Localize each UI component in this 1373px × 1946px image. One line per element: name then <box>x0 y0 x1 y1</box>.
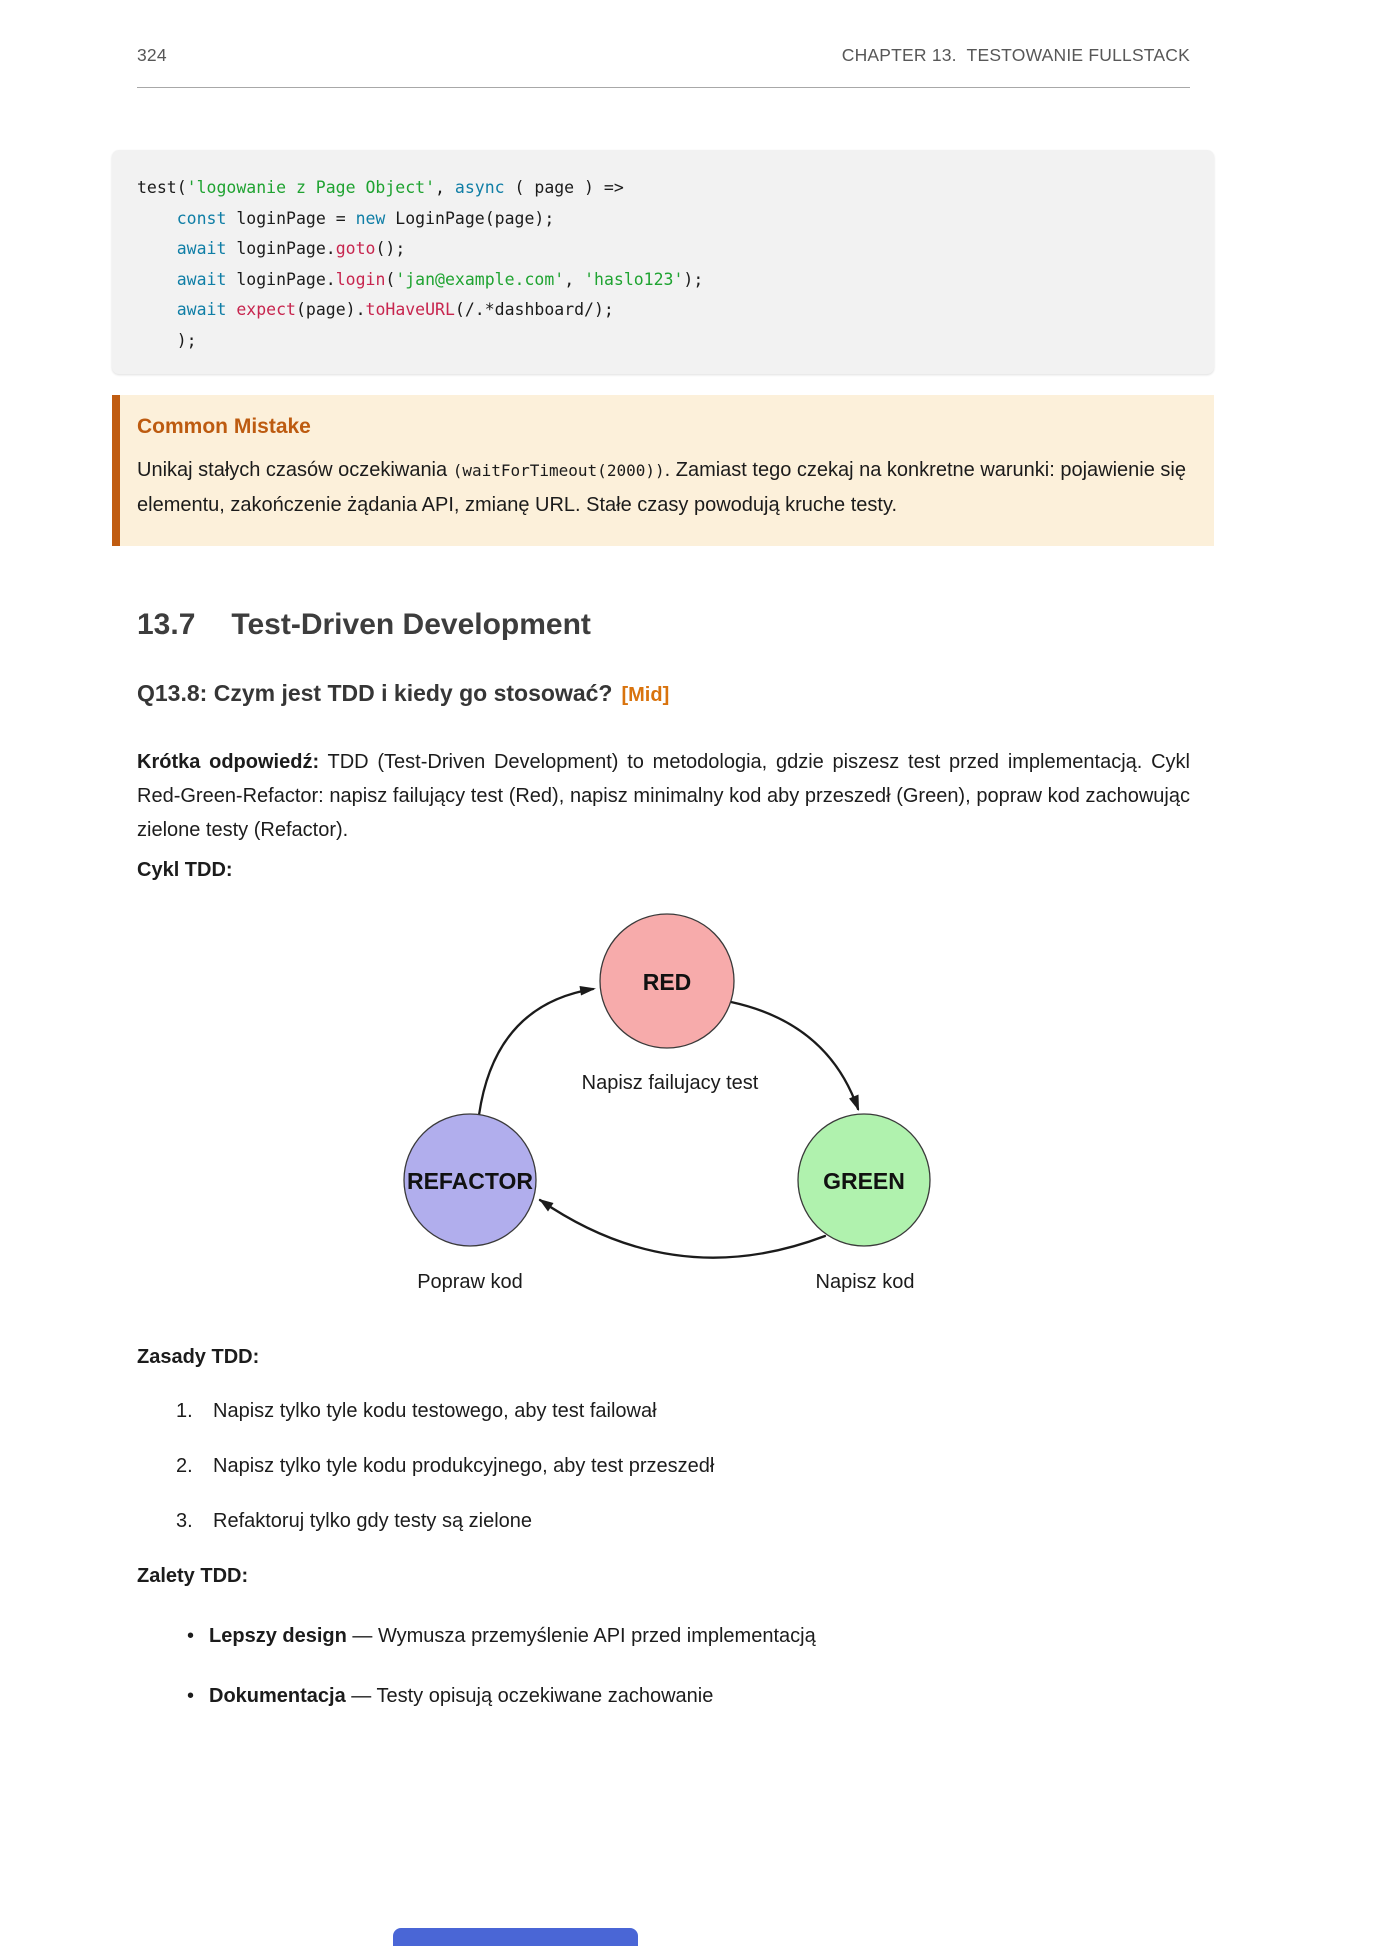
benefit-desc: — Testy opisują oczekiwane zachowanie <box>345 1685 714 1707</box>
tdd-rules-list: Napisz tylko tyle kodu testowego, aby te… <box>137 1399 1190 1533</box>
benefit-item-1: Lepszy design — Wymusza przemyślenie API… <box>187 1624 1190 1648</box>
node-refactor-label: REFACTOR <box>407 1168 533 1194</box>
short-answer-paragraph: Krótka odpowiedź: TDD (Test-Driven Devel… <box>137 745 1190 847</box>
tdd-cycle-diagram: RED REFACTOR GREEN Napisz failujacy test… <box>403 913 931 1293</box>
refactor-caption: Popraw kod <box>417 1271 523 1293</box>
code-lines: test('logowanie z Page Object', async ( … <box>137 178 704 350</box>
benefits-label: Zalety TDD: <box>137 1565 249 1587</box>
chapter-header: CHAPTER 13. TESTOWANIE FULLSTACK <box>841 45 1190 65</box>
node-green-label: GREEN <box>823 1168 905 1194</box>
rule-item-3: Refaktoruj tylko gdy testy są zielone <box>213 1510 533 1532</box>
callout-inline-code: (waitForTimeout(2000)) <box>452 461 665 480</box>
edge-green-to-refactor <box>538 1198 827 1259</box>
section-heading: 13.7 Test-Driven Development <box>137 608 1190 642</box>
answer-lead: Krótka odpowiedź: <box>137 751 320 773</box>
common-mistake-callout: Common Mistake Unikaj stałych czasów ocz… <box>112 395 1214 546</box>
green-caption: Napisz kod <box>816 1271 915 1293</box>
level-badge: [Mid] <box>621 684 670 706</box>
callout-body: Unikaj stałych czasów oczekiwania (waitF… <box>137 453 1186 522</box>
node-green-circle <box>797 1113 931 1247</box>
callout-text-before: Unikaj stałych czasów oczekiwania <box>137 459 453 481</box>
benefit-term: Dokumentacja <box>209 1685 346 1707</box>
node-refactor-circle <box>403 1113 537 1247</box>
callout-text-after: . Zamiast tego czekaj na konkretne warun… <box>137 459 1186 516</box>
edge-refactor-to-red <box>477 987 595 1117</box>
benefit-item-2: Dokumentacja — Testy opisują oczekiwane … <box>187 1684 1190 1708</box>
question-label: Q13.8: Czym jest TDD i kiedy go stosować… <box>137 680 613 706</box>
benefit-term: Lepszy design <box>209 1625 347 1647</box>
rule-item-1: Napisz tylko tyle kodu testowego, aby te… <box>213 1400 657 1422</box>
clipped-next-element <box>393 1928 638 1946</box>
node-red-label: RED <box>643 969 692 995</box>
edge-red-to-green <box>729 1000 860 1111</box>
arrowhead-refactor <box>539 1199 554 1212</box>
callout-title: Common Mistake <box>137 415 311 438</box>
page-number: 324 <box>137 45 167 65</box>
section-title: Test-Driven Development <box>231 608 591 641</box>
answer-text: TDD (Test-Driven Development) to metodol… <box>137 751 1190 841</box>
rule-item-2: Napisz tylko tyle kodu produkcyjnego, ab… <box>213 1455 715 1477</box>
page-content: 324 CHAPTER 13. TESTOWANIE FULLSTACK tes… <box>112 0 1214 1708</box>
question-heading: Q13.8: Czym jest TDD i kiedy go stosować… <box>137 680 1190 707</box>
cycle-label: Cykl TDD: <box>137 859 233 881</box>
code-block: test('logowanie z Page Object', async ( … <box>112 150 1214 374</box>
page-header: 324 CHAPTER 13. TESTOWANIE FULLSTACK <box>137 0 1190 88</box>
tdd-benefits-list: Lepszy design — Wymusza przemyślenie API… <box>137 1624 1190 1708</box>
section-number: 13.7 <box>137 608 196 641</box>
rules-label: Zasady TDD: <box>137 1346 260 1368</box>
edge-center-label: Napisz failujacy test <box>582 1072 759 1094</box>
benefit-desc: — Wymusza przemyślenie API przed impleme… <box>346 1625 816 1647</box>
arrowhead-green <box>849 1094 859 1111</box>
arrowhead-red <box>579 986 596 996</box>
node-red-circle <box>599 913 735 1049</box>
